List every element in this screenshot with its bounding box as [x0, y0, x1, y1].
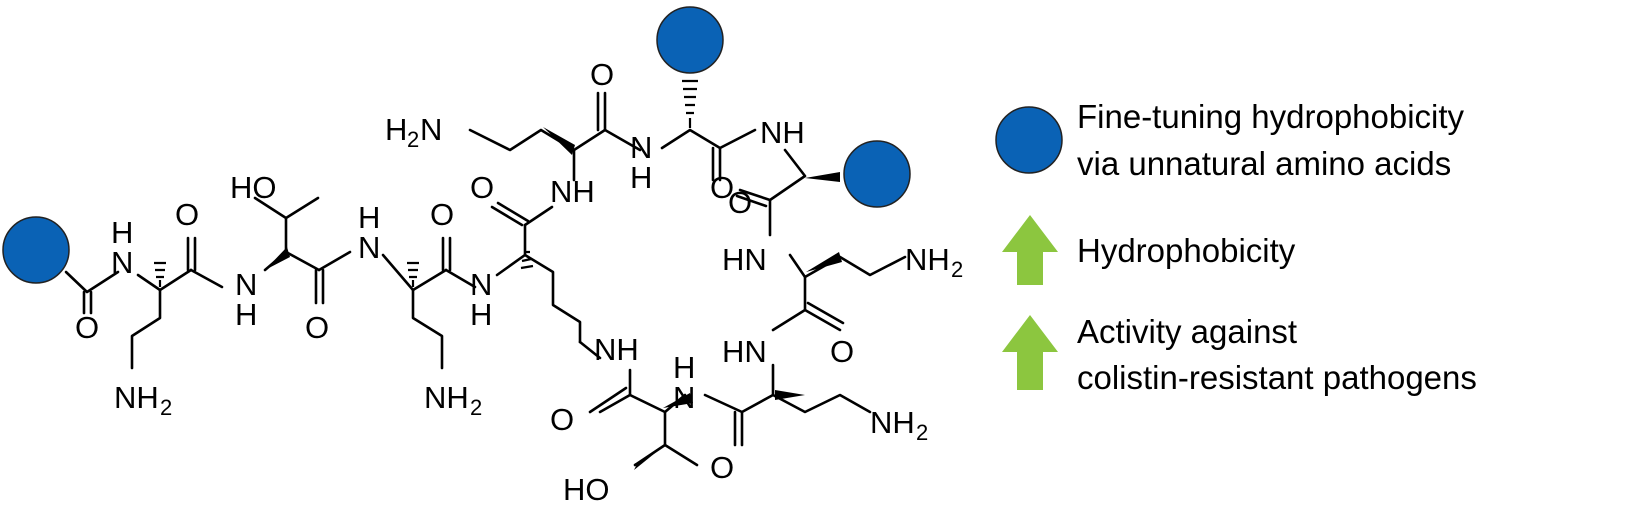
atom-n: N	[470, 267, 492, 302]
green-up-arrow-icon	[1002, 215, 1058, 285]
atom-ho: HO	[230, 170, 277, 205]
atom-n: N	[630, 130, 652, 165]
legend-activity-line2: colistin-resistant pathogens	[1077, 359, 1477, 396]
atom-n: N	[235, 267, 257, 302]
legend-blue-line2: via unnatural amino acids	[1077, 145, 1451, 182]
bond-skeleton	[64, 91, 907, 467]
atom-n: N	[358, 230, 380, 265]
blue-ball-right	[843, 140, 911, 208]
atom-n: N	[420, 112, 442, 147]
atom-n: N	[111, 245, 133, 280]
atom-o: O	[305, 310, 329, 345]
atom-nh: NH	[760, 115, 805, 150]
atom-labels: H N O O NH 2 HO N H O H N O NH 2 N H O N…	[75, 57, 963, 507]
blue-ball-top	[656, 6, 724, 74]
atom-ho: HO	[563, 472, 610, 507]
atom-h: H	[358, 200, 380, 235]
legend-blue-line1: Fine-tuning hydrophobicity	[1077, 98, 1465, 135]
atom-sub: 2	[407, 127, 419, 152]
atom-sub: 2	[916, 420, 928, 445]
atom-sub: 2	[160, 395, 172, 420]
atom-sub: 2	[470, 395, 482, 420]
atom-o: O	[590, 57, 614, 92]
atom-o: O	[728, 185, 752, 220]
legend-activity-line1: Activity against	[1077, 313, 1297, 350]
atom-nh: NH	[905, 242, 950, 277]
atom-h: H	[673, 350, 695, 385]
atom-o: O	[430, 197, 454, 232]
atom-hn: HN	[722, 242, 767, 277]
atom-nh: NH	[594, 332, 639, 367]
atom-sub: 2	[951, 257, 963, 282]
stereo-wedges	[154, 79, 842, 470]
atom-o: O	[830, 334, 854, 369]
atom-n: N	[673, 380, 695, 415]
atom-h: H	[630, 160, 652, 195]
atom-o: O	[710, 170, 734, 205]
atom-h: H	[235, 297, 257, 332]
atom-h: H	[385, 112, 407, 147]
legend: Fine-tuning hydrophobicity via unnatural…	[995, 98, 1477, 396]
atom-nh: NH	[550, 174, 595, 209]
atom-nh: NH	[424, 380, 469, 415]
atom-o: O	[550, 402, 574, 437]
atom-nh: NH	[870, 405, 915, 440]
atom-h: H	[111, 215, 133, 250]
green-up-arrow-icon	[1002, 315, 1058, 390]
atom-o: O	[175, 197, 199, 232]
atom-h: H	[470, 297, 492, 332]
atom-nh: NH	[114, 380, 159, 415]
atom-hn: HN	[722, 334, 767, 369]
atom-o: O	[470, 170, 494, 205]
legend-hydrophobicity: Hydrophobicity	[1077, 232, 1296, 269]
blue-circle-icon	[995, 106, 1063, 174]
atom-o: O	[710, 450, 734, 485]
atom-o: O	[75, 310, 99, 345]
blue-ball-n-terminal	[2, 216, 70, 284]
